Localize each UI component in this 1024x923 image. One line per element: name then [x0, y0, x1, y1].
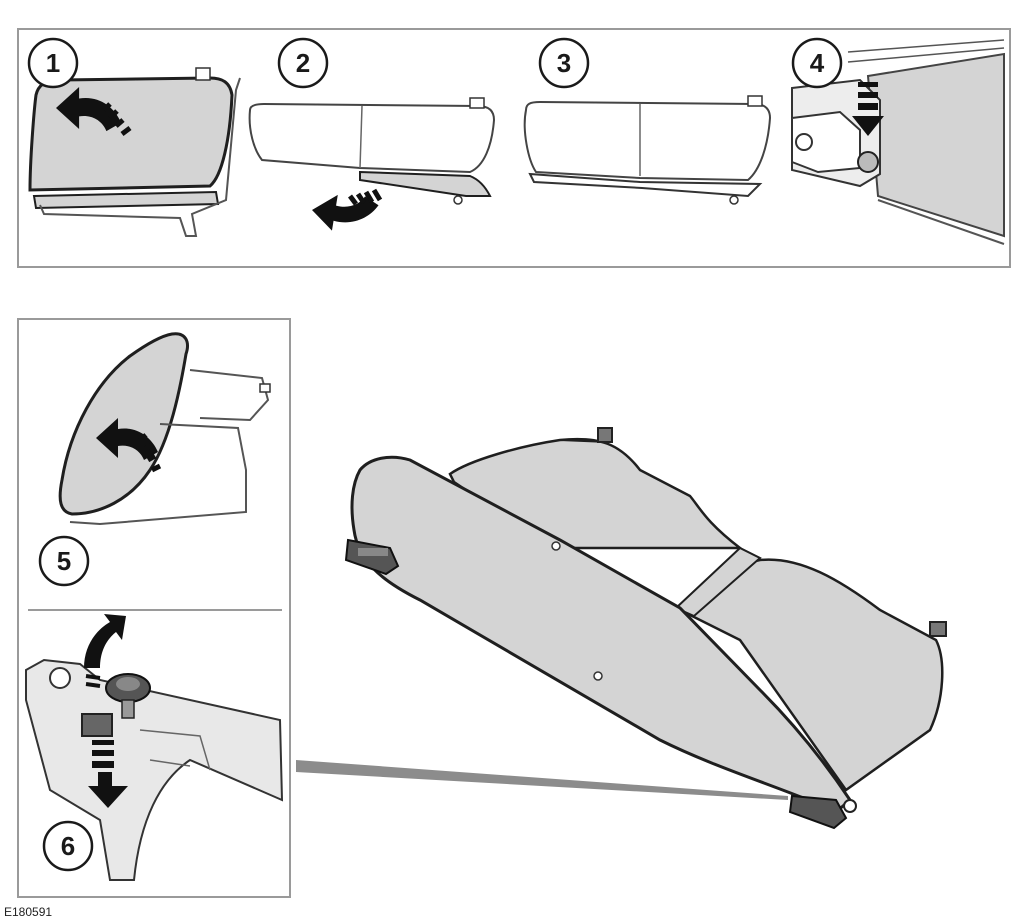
step-badge-1: 1: [27, 37, 79, 89]
step-number: 1: [46, 48, 60, 78]
step-badge-4: 4: [791, 37, 843, 89]
step-number: 2: [296, 48, 310, 78]
step-badge-3: 3: [538, 37, 590, 89]
step-number: 3: [557, 48, 571, 78]
step-6-illustration: [25, 614, 284, 881]
step-number: 5: [57, 546, 71, 576]
step-4-illustration: [791, 39, 1005, 245]
step-badge-5: 5: [38, 535, 90, 587]
step-number: 4: [810, 48, 825, 78]
figure-code: E180591: [4, 905, 53, 919]
step-number: 6: [61, 831, 75, 861]
step-badge-2: 2: [277, 37, 329, 89]
step-5-illustration: [58, 332, 271, 526]
push-down-arrow-icon: [852, 82, 884, 136]
step-badge-6: 6: [42, 820, 94, 872]
step-3-illustration: [523, 95, 772, 205]
step-1-illustration: [28, 67, 241, 237]
step-2-illustration: [248, 97, 496, 236]
push-down-arrow-icon: [88, 740, 128, 808]
leader-line: [296, 760, 788, 800]
main-deflector-illustration: [344, 427, 947, 830]
latch-right: [788, 794, 857, 830]
latch-left: [344, 538, 400, 576]
rotate-up-arrow-icon: [84, 614, 126, 688]
